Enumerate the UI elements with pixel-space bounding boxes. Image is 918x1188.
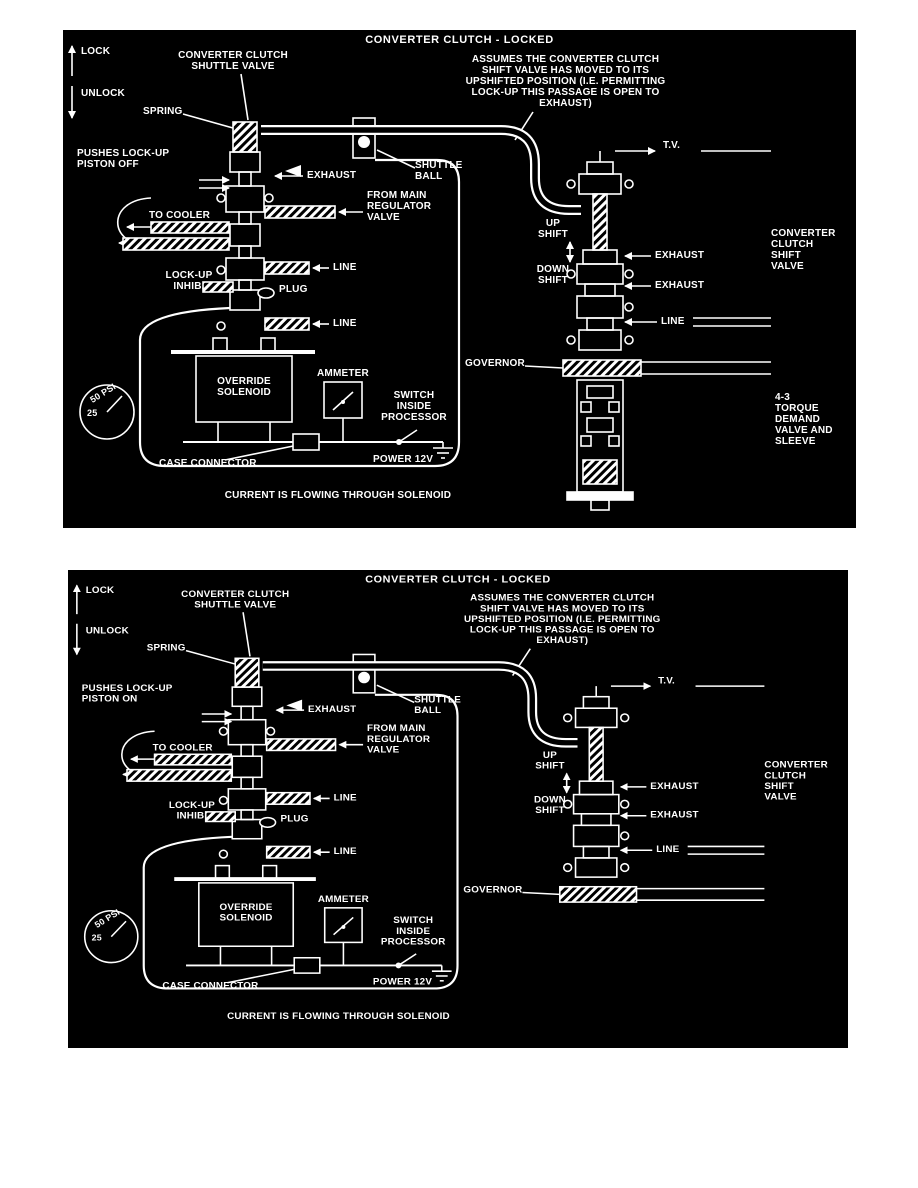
label-line-1: LINE (333, 792, 357, 804)
diagram-panel-top: CONVERTER CLUTCH - LOCKED LOCK UNLOCK CO… (63, 30, 856, 528)
diagram-panel-bottom: CONVERTER CLUTCH - LOCKED LOCK UNLOCK CO… (68, 570, 848, 1048)
label-exhaust-r1: EXHAUST (655, 250, 705, 261)
label-torque-demand-valve: 4-3 TORQUE DEMAND VALVE AND SLEEVE (775, 392, 833, 447)
label-unlock: UNLOCK (81, 88, 125, 99)
label-case-connector: CASE CONNECTOR (159, 458, 257, 469)
label-exhaust-r2: EXHAUST (650, 809, 699, 821)
label-down-shift: DOWN SHIFT (533, 794, 566, 816)
label-exhaust-r1: EXHAUST (650, 781, 699, 792)
label-up-shift: UP SHIFT (538, 218, 568, 240)
label-from-main-regulator-valve: FROM MAIN REGULATOR VALVE (367, 190, 432, 223)
label-converter-clutch-shift-valve: CONVERTER CLUTCH SHIFT VALVE (771, 228, 836, 272)
label-case-connector: CASE CONNECTOR (162, 980, 259, 992)
label-line-1: LINE (333, 262, 357, 273)
label-exhaust-left: EXHAUST (307, 704, 357, 715)
label-line-2: LINE (333, 846, 357, 857)
label-gauge-25: 25 (91, 932, 102, 943)
label-power-12v: POWER 12V (373, 454, 434, 465)
label-up-shift: UP SHIFT (535, 750, 565, 772)
label-lock: LOCK (81, 46, 111, 57)
label-exhaust-r2: EXHAUST (655, 280, 705, 291)
label-governor: GOVERNOR (463, 884, 523, 896)
label-ammeter: AMMETER (317, 894, 369, 905)
diagram-panel-bottom-inner: CONVERTER CLUTCH - LOCKED LOCK UNLOCK CO… (68, 570, 848, 1048)
label-line-2: LINE (333, 318, 357, 329)
label-pushes-lockup-piston: PUSHES LOCK-UP PISTON ON (81, 683, 173, 705)
label-shuttle-ball: SHUTTLE BALL (414, 694, 461, 716)
label-converter-clutch-shuttle-valve: CONVERTER CLUTCH SHUTTLE VALVE (181, 589, 290, 611)
label-caption-current-flowing: CURRENT IS FLOWING THROUGH SOLENOID (224, 490, 452, 501)
diagram-panel-top-inner: CONVERTER CLUTCH - LOCKED LOCK UNLOCK CO… (63, 30, 856, 528)
label-switch-inside-processor: SWITCH INSIDE PROCESSOR (380, 915, 446, 948)
label-exhaust-left: EXHAUST (307, 170, 357, 181)
label-assumes-note: ASSUMES THE CONVERTER CLUTCH SHIFT VALVE… (465, 54, 666, 109)
label-override-solenoid: OVERRIDE SOLENOID (219, 902, 273, 924)
label-lockup-inhib: LOCK-UP INHIB. (165, 270, 213, 292)
label-converter-clutch-shuttle-valve: CONVERTER CLUTCH SHUTTLE VALVE (178, 50, 288, 72)
label-governor: GOVERNOR (465, 358, 525, 369)
label-spring: SPRING (143, 106, 183, 117)
label-plug: PLUG (280, 813, 309, 825)
label-down-shift: DOWN SHIFT (536, 264, 570, 286)
label-to-cooler: TO COOLER (149, 210, 211, 221)
label-ammeter: AMMETER (317, 368, 369, 379)
label-plug: PLUG (279, 284, 308, 295)
label-gauge-25: 25 (87, 408, 98, 418)
label-spring: SPRING (146, 642, 186, 654)
label-shuttle-ball: SHUTTLE BALL (415, 160, 463, 182)
label-tv: T.V. (658, 675, 675, 687)
label-tv: T.V. (663, 140, 681, 151)
label-caption-current-flowing: CURRENT IS FLOWING THROUGH SOLENOID (227, 1011, 450, 1023)
label-assumes-note: ASSUMES THE CONVERTER CLUTCH SHIFT VALVE… (463, 593, 661, 646)
label-power-12v: POWER 12V (372, 976, 433, 988)
label-line-right: LINE (656, 844, 680, 856)
label-override-solenoid: OVERRIDE SOLENOID (217, 376, 271, 398)
label-lock: LOCK (85, 585, 115, 596)
panel-title: CONVERTER CLUTCH - LOCKED (365, 573, 551, 586)
panel-title: CONVERTER CLUTCH - LOCKED (365, 34, 554, 46)
label-converter-clutch-shift-valve: CONVERTER CLUTCH SHIFT VALVE (764, 760, 828, 803)
label-unlock: UNLOCK (85, 625, 129, 637)
label-line-right: LINE (661, 316, 685, 327)
label-lockup-inhib: LOCK-UP INHIB. (168, 800, 216, 822)
label-from-main-regulator-valve: FROM MAIN REGULATOR VALVE (367, 723, 431, 756)
label-pushes-lockup-piston: PUSHES LOCK-UP PISTON OFF (77, 148, 170, 170)
label-switch-inside-processor: SWITCH INSIDE PROCESSOR (381, 390, 447, 423)
label-to-cooler: TO COOLER (152, 742, 213, 754)
